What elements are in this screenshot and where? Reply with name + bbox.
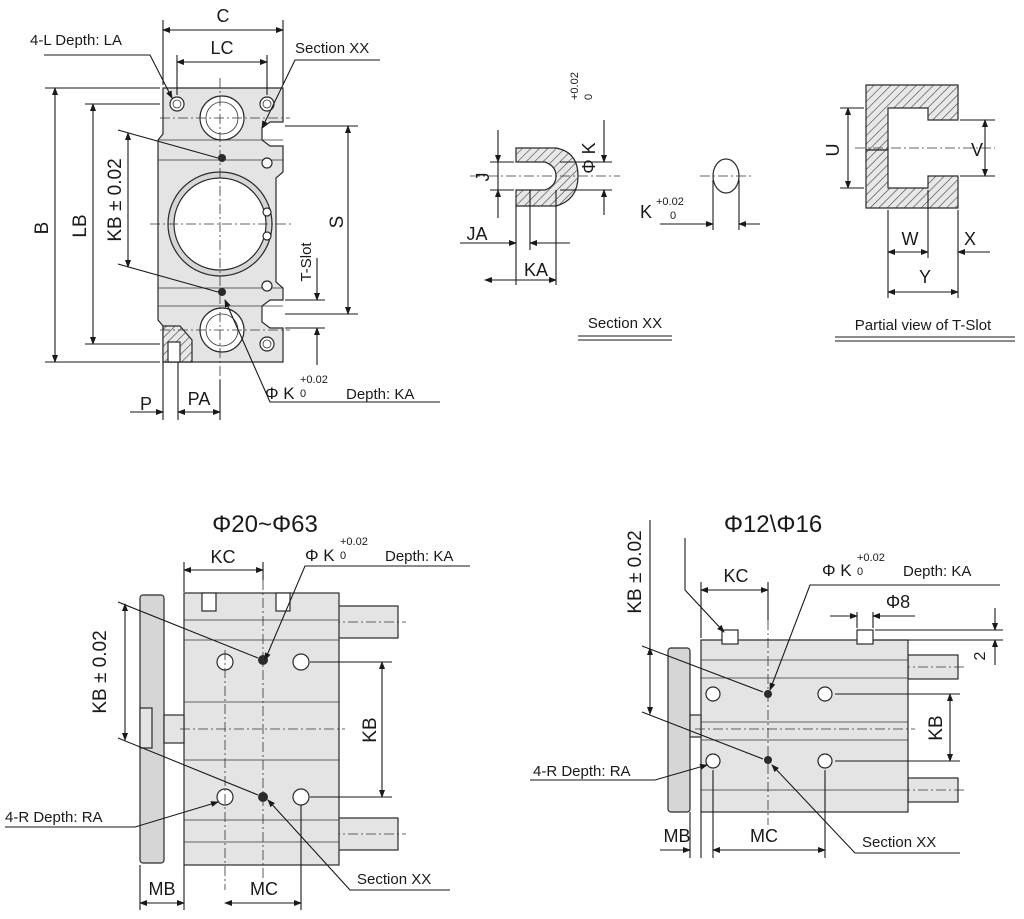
large-section-xx: Section XX	[357, 871, 431, 888]
small-kb: KB	[926, 715, 947, 740]
t-slot-label: T-Slot	[298, 242, 315, 282]
large-title: Φ20~Φ63	[212, 511, 318, 538]
small-tol-top: +0.02	[857, 552, 885, 564]
front-view	[44, 20, 440, 420]
dim-s-label: S	[327, 216, 348, 229]
small-section-xx: Section XX	[862, 834, 936, 851]
large-depth-ka: Depth: KA	[385, 548, 453, 565]
mount-hole	[259, 336, 275, 352]
small-body	[700, 639, 909, 813]
dim-p-label: P	[140, 394, 152, 414]
small-mb: MB	[664, 826, 691, 846]
section-k-tol-top: +0.02	[656, 196, 684, 208]
small-mc: MC	[750, 826, 778, 846]
section-xx-label: Section XX	[295, 40, 369, 57]
large-tol-bottom: 0	[340, 550, 346, 562]
phi-k-label: Φ K	[265, 384, 295, 403]
small-four-r: 4-R Depth: RA	[533, 763, 631, 780]
dim-pa-label: PA	[188, 389, 211, 409]
large-mb: MB	[149, 879, 176, 899]
dim-lc-label: LC	[210, 38, 233, 58]
large-kb: KB	[360, 717, 381, 742]
section-ja: JA	[466, 224, 487, 244]
section-tol-top: +0.02	[569, 72, 581, 100]
depth-ka-label: Depth: KA	[346, 386, 414, 403]
large-kb-tol: KB ± 0.02	[90, 630, 111, 713]
tol-top: +0.02	[300, 374, 328, 386]
four-l-depth-label: 4-L Depth: LA	[30, 32, 122, 49]
dim-lb-label: LB	[70, 214, 91, 237]
small-kc: KC	[723, 566, 748, 586]
t-slot-detail	[835, 84, 1015, 342]
section-phi-k: Φ K	[579, 142, 599, 173]
section-k-tol-bottom: 0	[670, 210, 676, 222]
section-k: K	[640, 202, 652, 222]
tol-bottom: 0	[300, 388, 306, 400]
section-ka: KA	[524, 260, 548, 280]
tslot-w: W	[902, 229, 919, 249]
small-depth-ka: Depth: KA	[903, 563, 971, 580]
mount-hole	[259, 96, 275, 112]
section-tol-bottom: 0	[583, 94, 595, 100]
section-xx-detail	[460, 120, 760, 341]
small-title: Φ12\Φ16	[724, 511, 822, 538]
dim-kb-label: KB ± 0.02	[105, 158, 126, 241]
tslot-u: U	[823, 144, 843, 157]
section-j: J	[473, 173, 493, 182]
large-phi-k: Φ K	[305, 546, 335, 565]
small-phi-k: Φ K	[822, 561, 852, 580]
large-tol-top: +0.02	[340, 536, 368, 548]
small-two: 2	[972, 651, 989, 660]
small-tol-bottom: 0	[857, 566, 863, 578]
small-kb-tol: KB ± 0.02	[625, 530, 646, 613]
small-phi8: Φ8	[886, 592, 910, 612]
tslot-v: V	[971, 140, 983, 160]
mount-hole	[169, 96, 185, 112]
tslot-y: Y	[919, 267, 931, 287]
tslot-caption: Partial view of T-Slot	[855, 317, 992, 334]
side-view-small	[530, 520, 1003, 858]
large-kc: KC	[210, 547, 235, 567]
section-caption: Section XX	[588, 315, 662, 332]
large-mc: MC	[250, 879, 278, 899]
tslot-x: X	[964, 229, 976, 249]
dim-c-label: C	[217, 6, 230, 26]
dim-b-label: B	[32, 222, 53, 235]
large-four-r: 4-R Depth: RA	[5, 809, 103, 826]
small-end-plate	[667, 647, 691, 813]
side-view-large	[5, 562, 470, 910]
